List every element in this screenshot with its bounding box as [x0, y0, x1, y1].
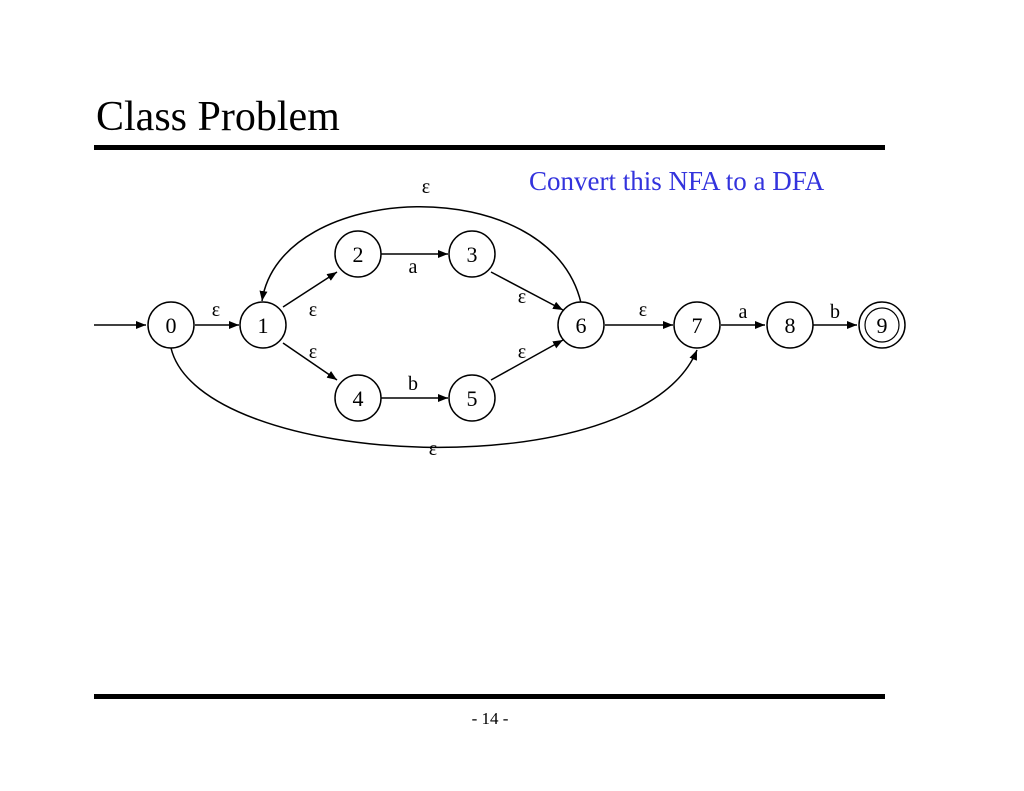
state-label: 9 — [877, 313, 888, 338]
title-divider — [94, 145, 885, 150]
edge-label-3-6: ε — [518, 286, 526, 308]
slide-title: Class Problem — [96, 94, 340, 140]
state-label: 8 — [785, 313, 796, 338]
edge-1-4 — [282, 342, 338, 381]
footer-divider — [94, 694, 885, 699]
page-number: - 14 - — [471, 709, 509, 728]
state-5: 5 — [448, 374, 496, 422]
edge-label-0-1: ε — [212, 299, 220, 321]
state-label: 4 — [353, 386, 364, 411]
state-6: 6 — [557, 301, 605, 349]
state-label: 3 — [467, 242, 478, 267]
edge-label-6-7: ε — [639, 299, 647, 321]
edge-label-4-5: b — [408, 373, 418, 395]
state-2: 2 — [334, 230, 382, 278]
edge-label-6-1: ε — [422, 176, 430, 198]
state-1: 1 — [239, 301, 287, 349]
state-label: 7 — [692, 313, 703, 338]
state-label: 5 — [467, 386, 478, 411]
edge-3-6 — [490, 271, 564, 311]
edge-6-1 — [259, 206, 582, 304]
state-label: 6 — [576, 313, 587, 338]
instruction-text: Convert this NFA to a DFA — [529, 166, 825, 196]
state-7: 7 — [673, 301, 721, 349]
state-label: 2 — [353, 242, 364, 267]
edge-1-2 — [282, 271, 338, 308]
state-9-accepting: 9 — [858, 301, 906, 349]
state-label: 1 — [258, 313, 269, 338]
state-0: 0 — [147, 301, 195, 349]
edge-label-0-7: ε — [429, 438, 437, 460]
edge-label-8-9: b — [830, 301, 840, 323]
edge-label-7-8: a — [739, 301, 748, 323]
state-4: 4 — [334, 374, 382, 422]
edge-5-6 — [490, 339, 564, 381]
edge-label-1-4: ε — [309, 341, 317, 363]
state-label: 0 — [166, 313, 177, 338]
state-8: 8 — [766, 301, 814, 349]
edge-label-1-2: ε — [309, 299, 317, 321]
state-3: 3 — [448, 230, 496, 278]
edge-label-2-3: a — [409, 256, 418, 278]
edge-label-5-6: ε — [518, 341, 526, 363]
edge-0-7 — [170, 347, 698, 449]
